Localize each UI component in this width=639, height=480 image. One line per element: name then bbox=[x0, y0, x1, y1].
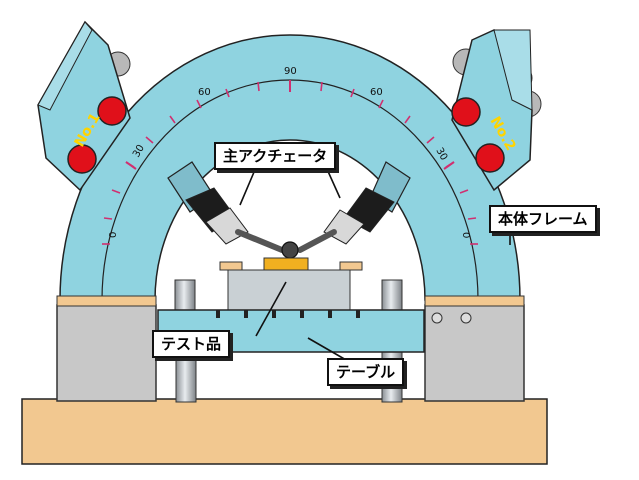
clamp-right bbox=[339, 261, 363, 271]
scale-label-90: 90 bbox=[284, 66, 297, 77]
scale-major-ticks bbox=[125, 80, 455, 170]
fixture-post-right bbox=[381, 279, 403, 311]
no1-lamp-top bbox=[97, 96, 127, 126]
no2-lamp-bottom bbox=[475, 143, 505, 173]
scale-label-0-right: 0 bbox=[460, 232, 471, 238]
main-actuator-label: 主アクチェータ bbox=[214, 142, 337, 170]
test-piece-label: テスト品 bbox=[152, 330, 231, 358]
scale-label-0-left: 0 bbox=[108, 232, 119, 238]
scale-label-60-right: 60 bbox=[370, 87, 383, 98]
scale-label-60-left: 60 bbox=[198, 87, 211, 98]
left-frame-pad bbox=[56, 295, 157, 307]
scale-ticks bbox=[102, 80, 478, 245]
left-housing bbox=[56, 304, 157, 402]
main-actuator-left bbox=[167, 161, 285, 253]
no2-lamp-top bbox=[451, 97, 481, 127]
test-piece bbox=[263, 257, 309, 271]
actuator-joint bbox=[281, 241, 299, 259]
base-plate bbox=[21, 398, 548, 465]
actuator-no2-housing: No.2 bbox=[451, 29, 533, 192]
clamp-left bbox=[219, 261, 243, 271]
main-frame-label: 本体フレーム bbox=[489, 205, 597, 233]
actuator-no1-housing: No.1 bbox=[37, 20, 131, 192]
table-label: テーブル bbox=[327, 358, 405, 386]
no1-lamp-bottom bbox=[67, 144, 97, 174]
main-actuator-right bbox=[297, 161, 411, 253]
test-fixture-block bbox=[227, 269, 351, 311]
table-t-slots bbox=[216, 310, 360, 318]
fixture-post-left bbox=[174, 279, 196, 311]
housing-bolts bbox=[431, 312, 472, 324]
right-frame-pad bbox=[424, 295, 525, 307]
